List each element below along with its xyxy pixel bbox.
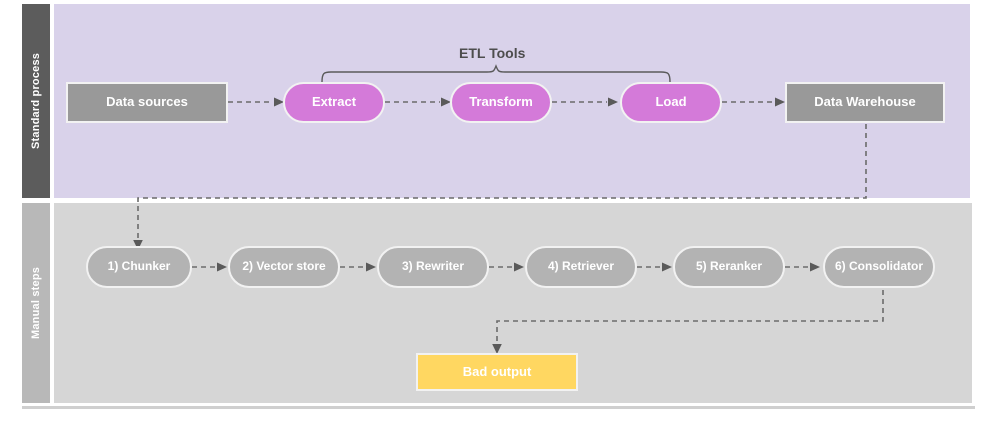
diagram-bottom-divider bbox=[22, 406, 975, 409]
node-data-warehouse[interactable]: Data Warehouse bbox=[785, 82, 945, 123]
node-rewriter[interactable]: 3) Rewriter bbox=[377, 246, 489, 288]
node-bad-output[interactable]: Bad output bbox=[416, 353, 578, 391]
lane-label-standard-process: Standard process bbox=[22, 4, 50, 198]
node-consolidator[interactable]: 6) Consolidator bbox=[823, 246, 935, 288]
lane-label-manual-steps: Manual steps bbox=[22, 203, 50, 403]
node-data-sources[interactable]: Data sources bbox=[66, 82, 228, 123]
node-retriever[interactable]: 4) Retriever bbox=[525, 246, 637, 288]
node-load[interactable]: Load bbox=[620, 82, 722, 123]
node-transform[interactable]: Transform bbox=[450, 82, 552, 123]
node-reranker[interactable]: 5) Reranker bbox=[673, 246, 785, 288]
etl-tools-label: ETL Tools bbox=[459, 45, 526, 61]
node-chunker[interactable]: 1) Chunker bbox=[86, 246, 192, 288]
node-extract[interactable]: Extract bbox=[283, 82, 385, 123]
node-vector-store[interactable]: 2) Vector store bbox=[228, 246, 340, 288]
